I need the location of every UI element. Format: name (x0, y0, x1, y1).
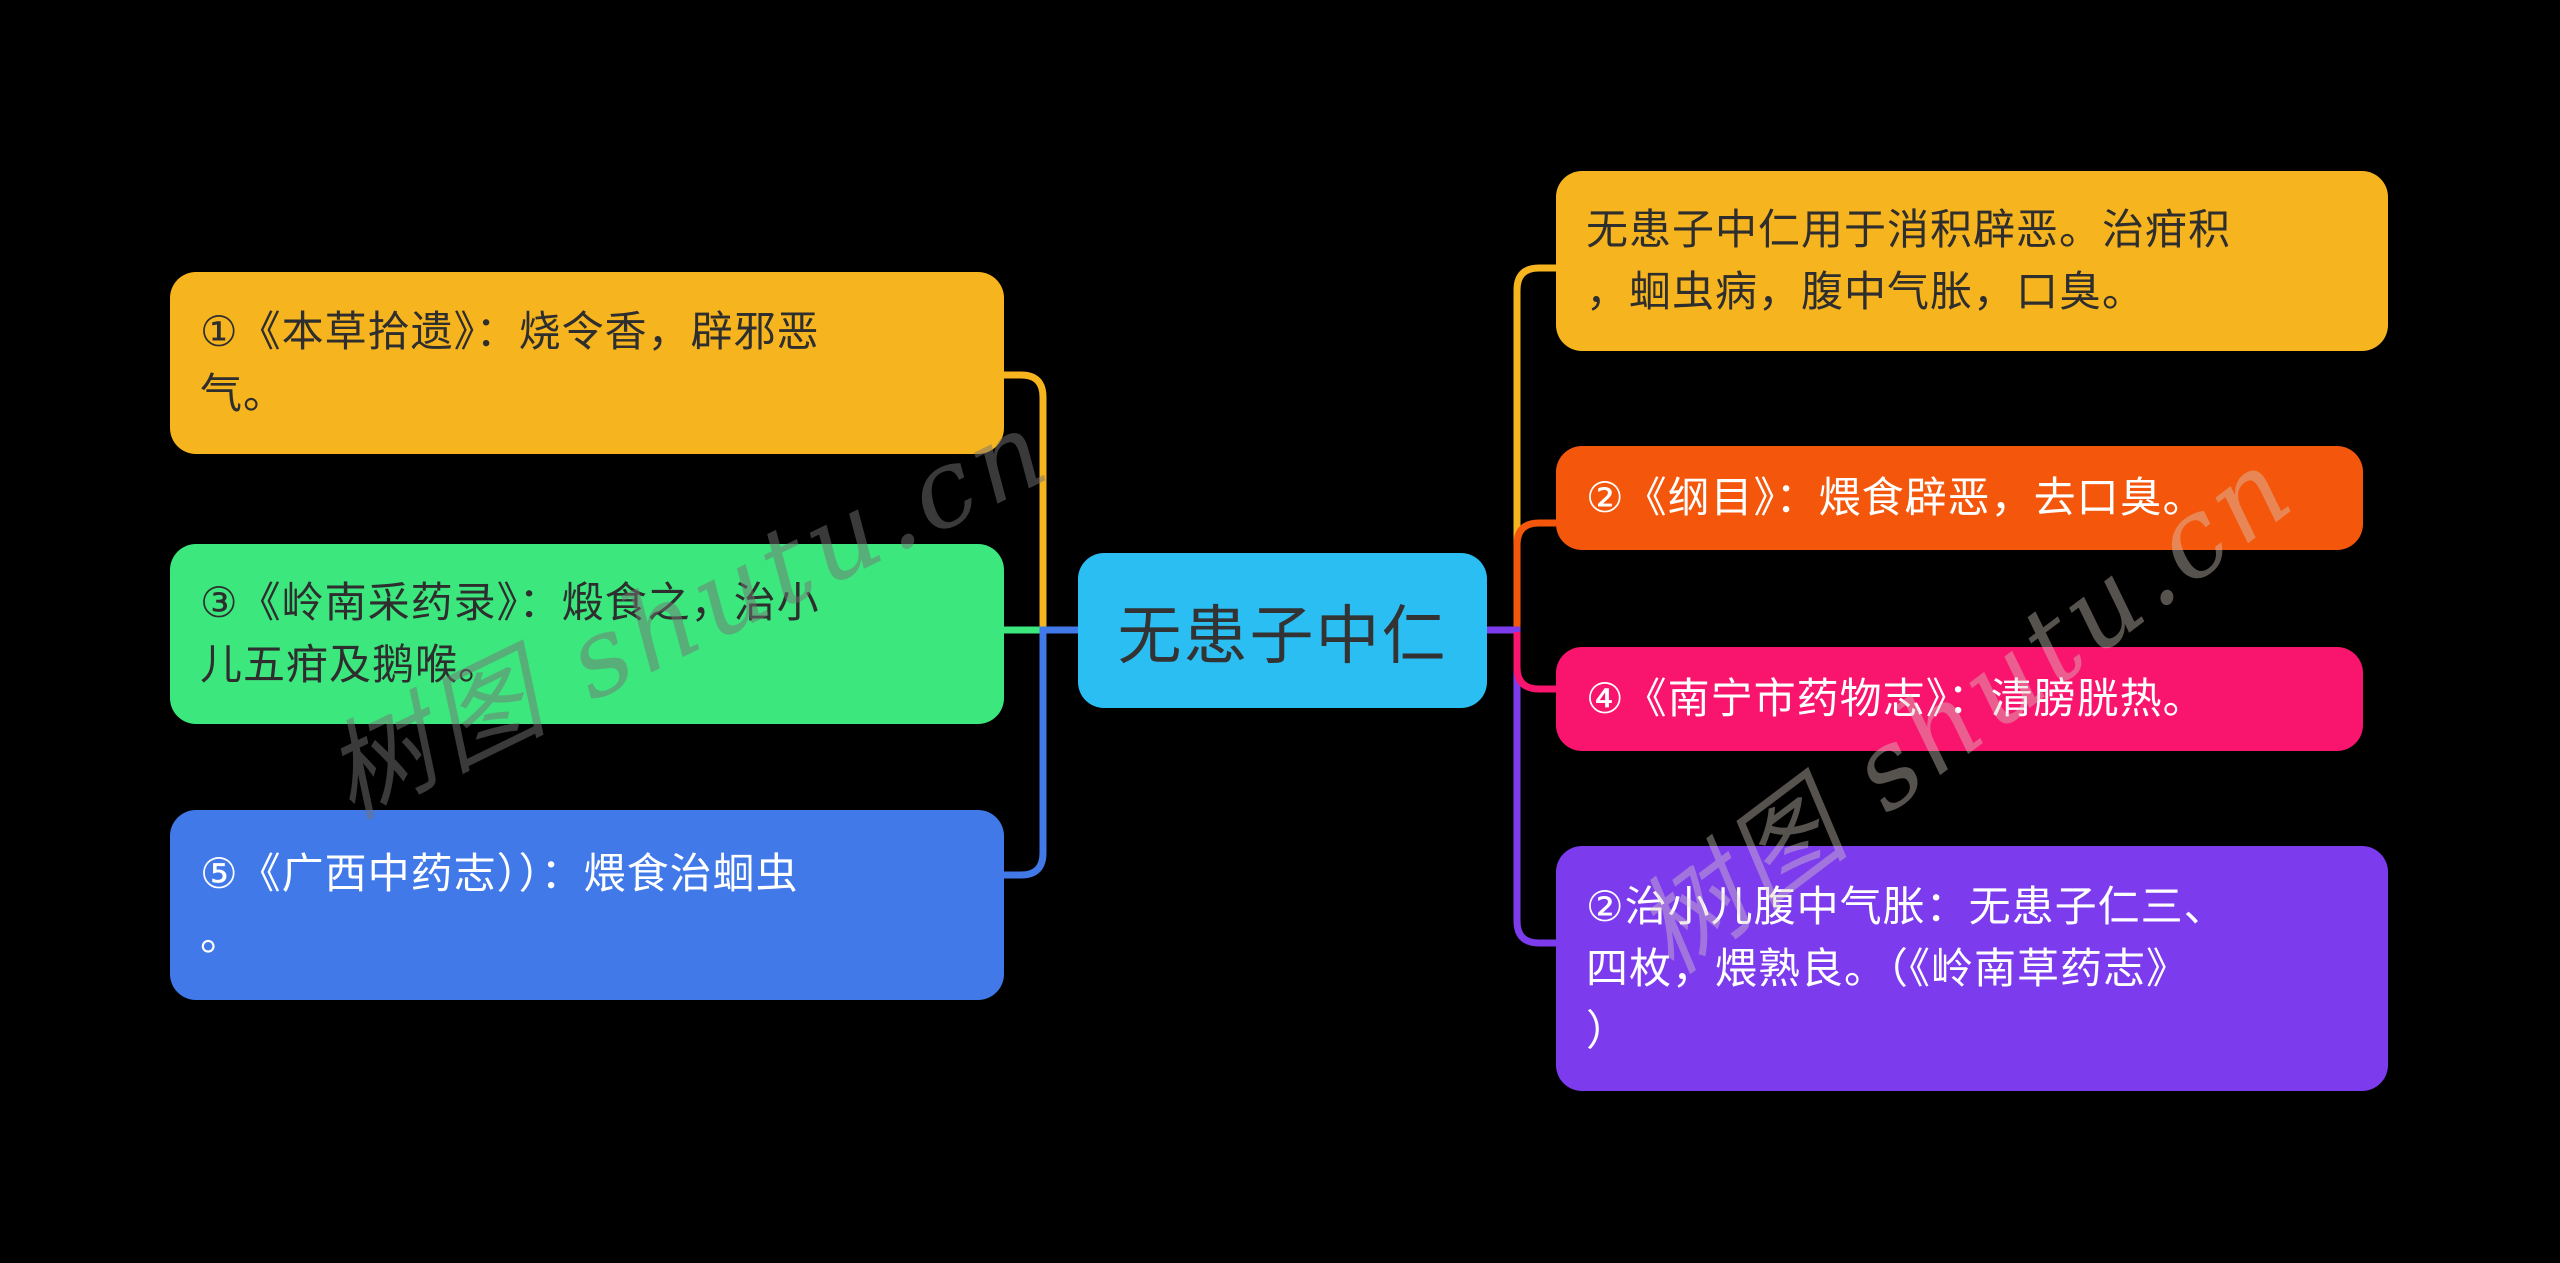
node-gangmu[interactable]: ②《纲目》：煨食辟恶，去口臭。 (1556, 446, 2363, 550)
connector-right-node2 (1513, 519, 1556, 630)
node-bencao-shiyi[interactable]: ①《本草拾遗》：烧令香，辟邪恶 气。 (170, 272, 1004, 454)
connector-right-node3 (1513, 632, 1556, 693)
connector-left-node3 (1004, 626, 1078, 879)
node-lingnan-caiyaolu[interactable]: ③《岭南采药录》：煅食之，治小 儿五疳及鹅喉。 (170, 544, 1004, 724)
connector-right-node4 (1487, 626, 1556, 947)
connector-left-node1 (1004, 371, 1047, 630)
connector-right-node1 (1513, 264, 1556, 630)
root-node-wuhuanzi-zhongren[interactable]: 无患子中仁 (1078, 553, 1487, 708)
node-summary-uses[interactable]: 无患子中仁用于消积辟恶。治疳积 ，蛔虫病，腹中气胀，口臭。 (1556, 171, 2388, 351)
node-nanningshi-yaowuzhi[interactable]: ④《南宁市药物志》：清膀胱热。 (1556, 647, 2363, 751)
node-guangxi-zhongyaozhi[interactable]: ⑤《广西中药志））：煨食治蛔虫 。 (170, 810, 1004, 1000)
node-recipe-fuzhong-qizhang[interactable]: ②治小儿腹中气胀：无患子仁三、 四枚，煨熟良。（《岭南草药志》 ） (1556, 846, 2388, 1091)
